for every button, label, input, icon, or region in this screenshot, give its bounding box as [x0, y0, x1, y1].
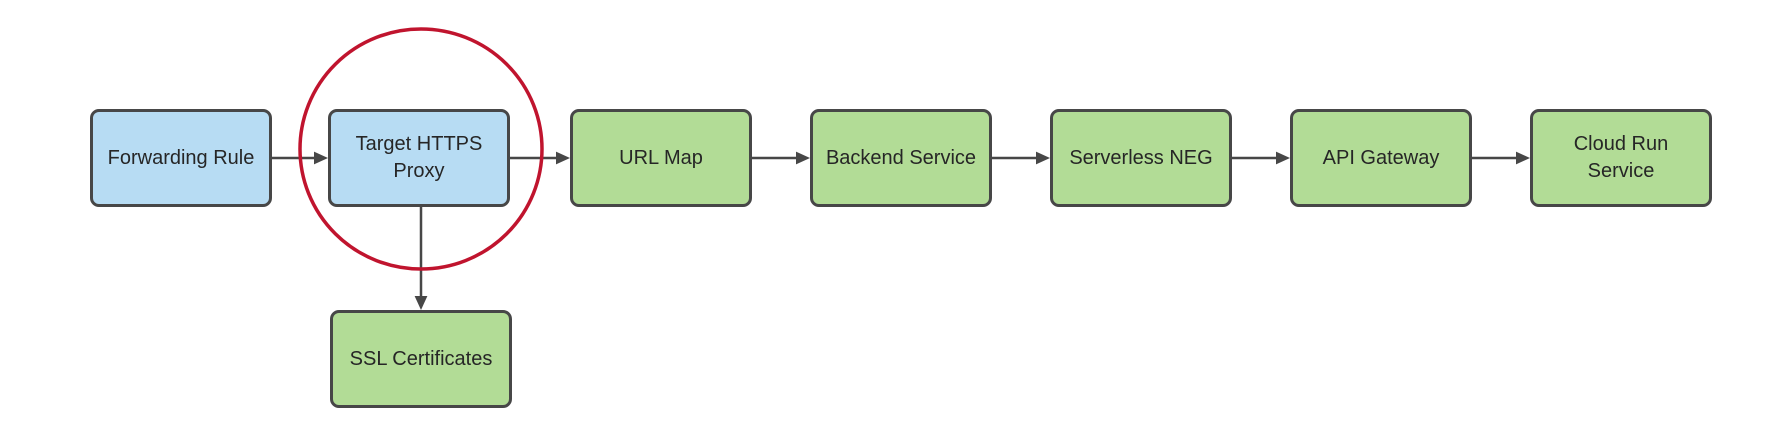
arrow-url-map-to-backend-service [752, 151, 810, 165]
arrow-target-https-proxy-to-ssl-certificates [414, 207, 428, 310]
node-target-https-proxy: Target HTTPS Proxy [328, 109, 510, 207]
node-cloud-run-service: Cloud Run Service [1530, 109, 1712, 207]
node-backend-service: Backend Service [810, 109, 992, 207]
arrow-target-https-proxy-to-url-map [510, 151, 570, 165]
arrow-backend-service-to-serverless-neg [992, 151, 1050, 165]
arrow-serverless-neg-to-api-gateway [1232, 151, 1290, 165]
arrow-forwarding-rule-to-target-https-proxy [272, 151, 328, 165]
node-api-gateway: API Gateway [1290, 109, 1472, 207]
node-ssl-certificates: SSL Certificates [330, 310, 512, 408]
node-serverless-neg: Serverless NEG [1050, 109, 1232, 207]
node-url-map: URL Map [570, 109, 752, 207]
node-forwarding-rule: Forwarding Rule [90, 109, 272, 207]
arrow-api-gateway-to-cloud-run-service [1472, 151, 1530, 165]
